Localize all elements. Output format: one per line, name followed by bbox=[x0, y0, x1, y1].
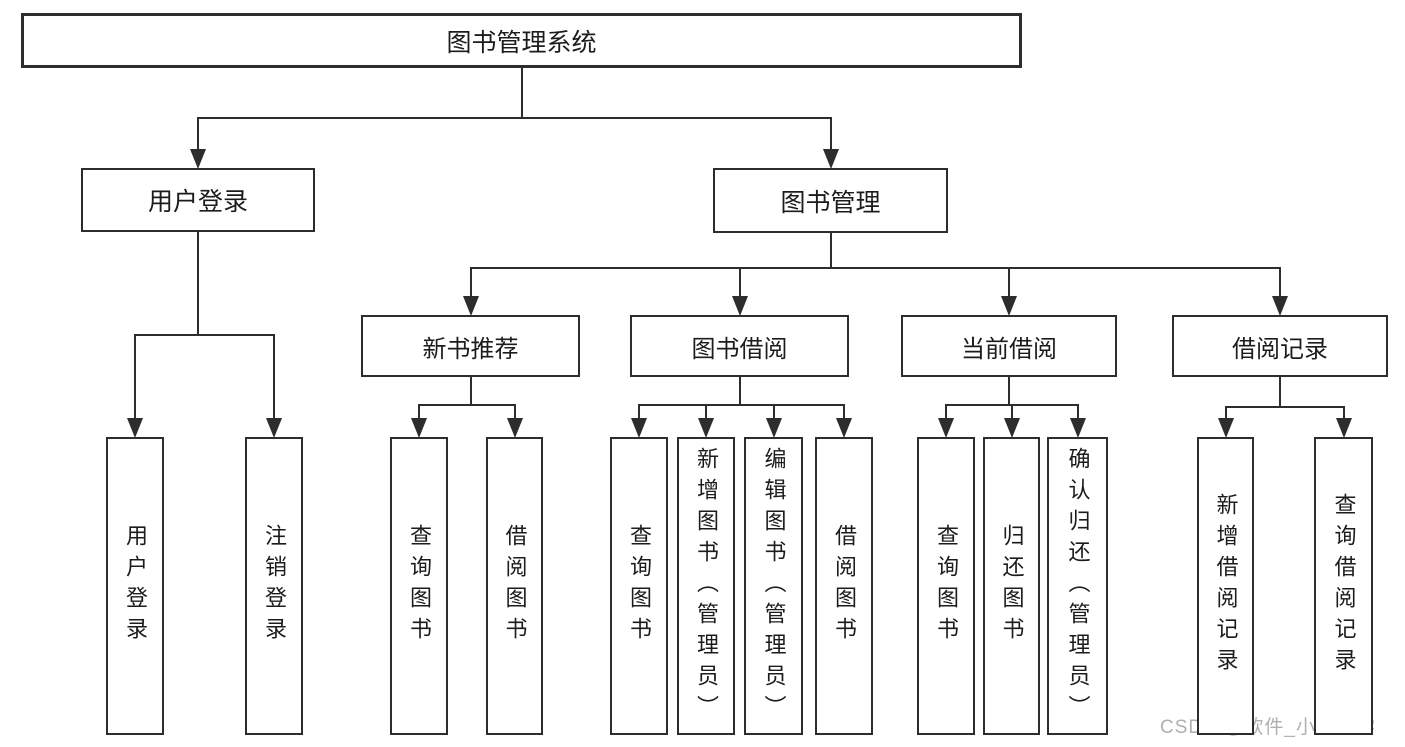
connector-stem-book-borrow bbox=[738, 377, 741, 405]
connector-drop-query-book-borrow bbox=[638, 405, 640, 419]
node-edit-book: 编辑图书（管理员） bbox=[744, 437, 803, 735]
arrowhead-icon bbox=[938, 418, 954, 438]
node-label-query-book-borrow: 查询图书 bbox=[627, 524, 652, 648]
node-add-book: 新增图书（管理员） bbox=[677, 437, 735, 735]
node-root: 图书管理系统 bbox=[21, 13, 1022, 68]
node-label-query-book-current: 查询图书 bbox=[934, 524, 959, 648]
connector-drop-user-login-action bbox=[134, 335, 136, 419]
arrowhead-icon bbox=[822, 149, 839, 169]
node-label-new-book-rec: 新书推荐 bbox=[422, 335, 519, 363]
arrowhead-icon bbox=[1217, 418, 1234, 438]
arrowhead-icon bbox=[698, 418, 714, 438]
node-label-borrow-book: 借阅图书 bbox=[832, 524, 857, 648]
connector-branch-borrow-record bbox=[1224, 406, 1345, 408]
arrowhead-icon bbox=[1335, 418, 1352, 438]
connector-drop-borrow-book-rec bbox=[513, 405, 516, 419]
node-label-user-login: 用户登录 bbox=[147, 188, 248, 216]
connector-drop-return-book bbox=[1010, 405, 1013, 419]
node-logout-action: 注销登录 bbox=[245, 437, 303, 735]
arrowhead-icon bbox=[731, 296, 748, 316]
node-label-add-borrow-record: 新增借阅记录 bbox=[1213, 493, 1239, 679]
arrowhead-icon bbox=[411, 418, 427, 438]
connector-drop-book-borrow bbox=[738, 268, 741, 297]
node-current-borrow: 当前借阅 bbox=[901, 315, 1117, 377]
connector-branch-root bbox=[197, 117, 832, 119]
connector-drop-borrow-book bbox=[843, 405, 845, 419]
arrowhead-icon bbox=[1003, 418, 1020, 438]
node-label-book-borrow: 图书借阅 bbox=[691, 335, 788, 363]
node-return-book: 归还图书 bbox=[983, 437, 1040, 735]
node-label-borrow-book-rec: 借阅图书 bbox=[502, 524, 528, 648]
connector-branch-book-borrow bbox=[638, 404, 845, 406]
node-query-book-current: 查询图书 bbox=[917, 437, 975, 735]
node-borrow-book-rec: 借阅图书 bbox=[486, 437, 543, 735]
connector-drop-new-book-rec bbox=[469, 268, 472, 297]
connector-branch-user-login bbox=[134, 334, 275, 336]
connector-drop-current-borrow bbox=[1008, 268, 1010, 297]
node-label-book-mgmt: 图书管理 bbox=[780, 188, 881, 217]
node-query-borrow-record: 查询借阅记录 bbox=[1314, 437, 1373, 735]
node-label-confirm-return: 确认归还（管理员） bbox=[1065, 446, 1091, 726]
connector-stem-borrow-record bbox=[1279, 377, 1281, 407]
connector-stem-new-book-rec bbox=[469, 377, 472, 405]
connector-drop-add-borrow-record bbox=[1224, 407, 1227, 419]
connector-drop-query-book-rec bbox=[418, 405, 420, 419]
arrowhead-icon bbox=[266, 418, 282, 438]
connector-drop-book-mgmt bbox=[829, 118, 832, 150]
arrowhead-icon bbox=[765, 418, 782, 438]
node-label-query-borrow-record: 查询借阅记录 bbox=[1331, 493, 1357, 679]
connector-branch-book-mgmt bbox=[469, 267, 1281, 269]
arrowhead-icon bbox=[1069, 418, 1086, 438]
node-label-return-book: 归还图书 bbox=[999, 524, 1025, 648]
arrowhead-icon bbox=[127, 418, 143, 438]
arrowhead-icon bbox=[836, 418, 852, 438]
node-label-logout-action: 注销登录 bbox=[262, 524, 287, 648]
connector-drop-query-book-current bbox=[945, 405, 947, 419]
node-book-mgmt: 图书管理 bbox=[713, 168, 948, 233]
node-label-user-login-action: 用户登录 bbox=[123, 524, 148, 648]
arrowhead-icon bbox=[631, 418, 647, 438]
connector-drop-add-book bbox=[705, 405, 707, 419]
arrowhead-icon bbox=[462, 296, 479, 316]
arrowhead-icon bbox=[190, 149, 206, 169]
node-book-borrow: 图书借阅 bbox=[630, 315, 849, 377]
connector-drop-borrow-record bbox=[1279, 268, 1281, 297]
node-user-login-action: 用户登录 bbox=[106, 437, 164, 735]
node-label-query-book-rec: 查询图书 bbox=[407, 524, 432, 648]
node-query-book-rec: 查询图书 bbox=[390, 437, 448, 735]
node-query-book-borrow: 查询图书 bbox=[610, 437, 668, 735]
node-new-book-rec: 新书推荐 bbox=[361, 315, 580, 377]
node-label-current-borrow: 当前借阅 bbox=[961, 335, 1057, 363]
connector-stem-book-mgmt bbox=[829, 233, 832, 268]
node-add-borrow-record: 新增借阅记录 bbox=[1197, 437, 1254, 735]
connector-drop-user-login bbox=[197, 118, 199, 150]
connector-branch-new-book-rec bbox=[418, 404, 516, 406]
node-label-borrow-record: 借阅记录 bbox=[1232, 335, 1328, 363]
arrowhead-icon bbox=[1001, 296, 1017, 316]
node-label-root: 图书管理系统 bbox=[446, 28, 597, 57]
connector-drop-edit-book bbox=[772, 405, 775, 419]
node-label-edit-book: 编辑图书（管理员） bbox=[761, 446, 787, 726]
connector-drop-query-borrow-record bbox=[1342, 407, 1345, 419]
arrowhead-icon bbox=[1272, 296, 1288, 316]
node-borrow-record: 借阅记录 bbox=[1172, 315, 1388, 377]
node-label-add-book: 新增图书（管理员） bbox=[694, 446, 719, 726]
connector-stem-current-borrow bbox=[1008, 377, 1010, 405]
connector-drop-confirm-return bbox=[1076, 405, 1079, 419]
node-confirm-return: 确认归还（管理员） bbox=[1047, 437, 1108, 735]
node-user-login: 用户登录 bbox=[81, 168, 315, 232]
connector-stem-user-login bbox=[197, 232, 199, 335]
connector-stem-root bbox=[520, 68, 523, 118]
arrowhead-icon bbox=[506, 418, 523, 438]
node-borrow-book: 借阅图书 bbox=[815, 437, 873, 735]
connector-drop-logout-action bbox=[273, 335, 275, 419]
